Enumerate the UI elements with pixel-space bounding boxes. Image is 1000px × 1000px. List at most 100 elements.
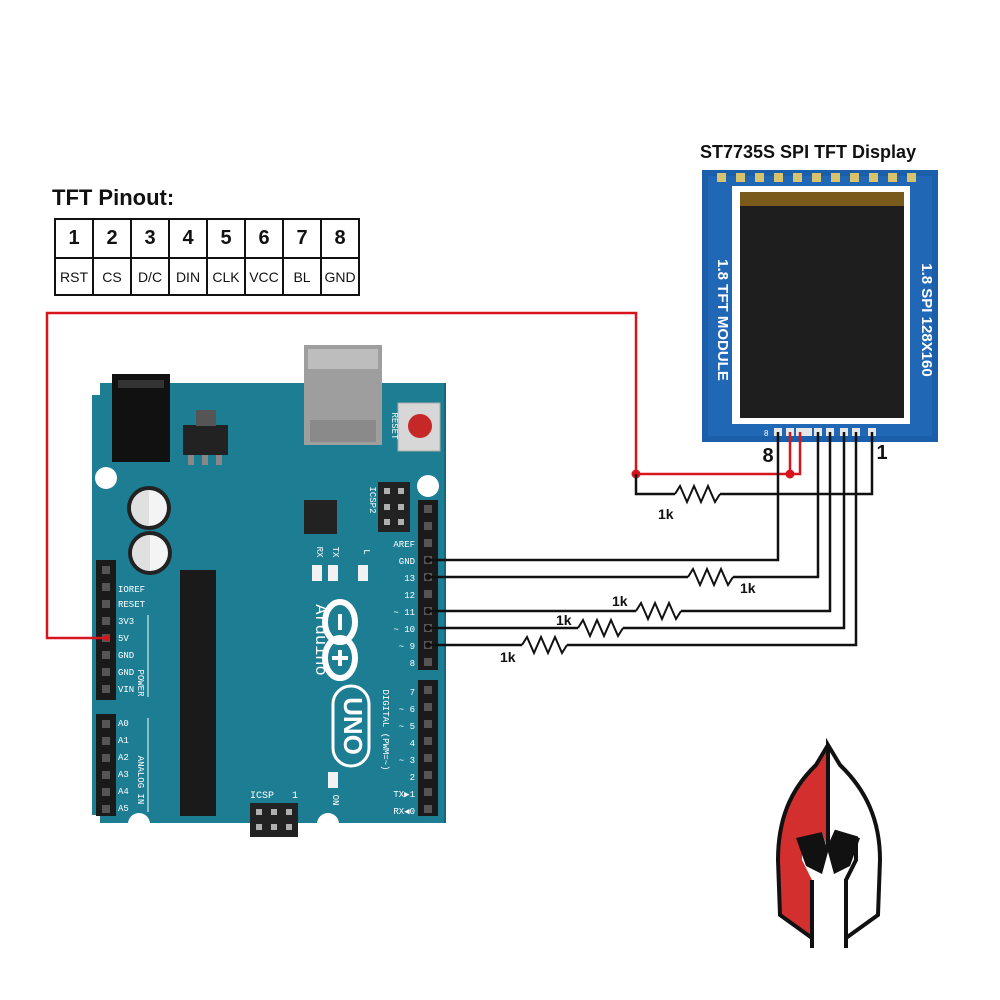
pin-label-reset: RESET [118,600,146,610]
header-pin-hole [424,788,432,796]
display-pin-pad [793,173,802,182]
header-pin-hole [424,658,432,666]
header-mark: 8 [764,429,769,438]
wire-5v-vcc [45,311,802,640]
pin-number: 8 [320,218,360,259]
pin-label-d10: ~ 10 [393,625,415,635]
resistor-dc [521,634,568,656]
pin-label-d11: ~ 11 [393,608,415,618]
pin-name: DIN [168,257,208,296]
pin-label-d6: ~ 6 [399,705,415,715]
mount-hole [417,475,439,497]
led-label-tx: TX [330,547,340,558]
tx-led [328,565,338,581]
mount-hole [128,813,150,835]
pin-label-5v: 5V [118,634,129,644]
header-pin-hole [102,617,110,625]
pin-label-d7: 7 [410,688,415,698]
pin-number: 7 [282,218,322,259]
pin-label-gnd: GND [118,668,134,678]
pin-label-ioref: IOREF [118,585,145,595]
header-pin-hole [102,805,110,813]
display-pin-pad [831,173,840,182]
header-pin-hole [424,737,432,745]
mount-hole [317,813,339,835]
display-pin-pad [812,173,821,182]
arduino-logo [322,599,358,681]
display-left-label: 1.8 TFT MODULE [714,259,731,381]
pin-name: GND [320,257,360,296]
display-pin-pad [888,173,897,182]
mount-hole [95,467,117,489]
display-pin-pad [755,173,764,182]
resistor-label-din: 1k [612,593,628,609]
pin-name: VCC [244,257,284,296]
header-pin-hole [102,754,110,762]
icsp2-header [378,482,410,532]
header-pin-hole [102,771,110,779]
screen [740,206,904,418]
pin-name: RST [54,257,94,296]
pin-number: 1 [54,218,94,259]
wire-d9-dc [567,432,858,647]
display-pin-pad [869,173,878,182]
atmega-chip [180,570,216,816]
pin-label-a5: A5 [118,804,129,814]
pin-label-d4: 4 [410,739,415,749]
icsp-label: ICSP [250,791,274,802]
pin-label-vin: VIN [118,685,134,695]
capacitor [128,531,172,575]
pin-label-d9: ~ 9 [399,642,415,652]
pin-label-d13: 13 [404,574,415,584]
pin-label-a3: A3 [118,770,129,780]
voltage-regulator [183,425,228,455]
analog-header [96,714,116,816]
usb-ic [304,500,337,534]
wire-d13-clk [733,432,820,579]
digital-section-label: DIGITAL (PWM=~) [380,689,390,770]
display-pin-pad [850,173,859,182]
led-label-rx: RX [314,547,324,558]
header-pin-hole [424,590,432,598]
arduino-uno-board: RESET ICSP2 RX TX L [92,345,446,837]
resistor-bl [674,483,721,505]
uno-label: UNO [338,697,368,755]
header-pin-hole [424,505,432,513]
header-pin-hole [102,668,110,676]
header-pin-hole [102,600,110,608]
header-pin-hole [102,685,110,693]
display-header-pin [804,428,812,436]
display-pin-pad [736,173,745,182]
resistor-label-cs: 1k [556,612,572,628]
pin-label-d2: 2 [410,773,415,783]
wire-d11-din [681,432,832,613]
analog-section-label: ANALOG IN [135,756,145,805]
wire-d10-cs [623,432,846,630]
wire-endpoints [425,557,431,648]
header-pin-hole [102,583,110,591]
header-pin-hole [102,566,110,574]
power-section-label: POWER [135,669,145,697]
header-pin-hole [102,788,110,796]
reset-button-cap[interactable] [408,414,432,438]
icsp-header [250,803,298,837]
pin-label-d8: 8 [410,659,415,669]
wire-gnd [428,432,780,562]
pin-label-gnd-digital: GND [399,557,415,567]
resistor-din [635,600,682,622]
wires [45,311,874,656]
resistor-label-clk: 1k [740,580,756,596]
power-header [96,560,116,700]
pin-label-d5: ~ 5 [399,722,415,732]
pin-name: CLK [206,257,246,296]
header-pin-hole [424,771,432,779]
pin-label-a0: A0 [118,719,129,729]
pin-number: 5 [206,218,246,259]
header-pin-hole [424,720,432,728]
display-pin-pad [717,173,726,182]
pin-name: D/C [130,257,170,296]
pinout-table: 1 2 3 4 5 6 7 8 RST CS D/C DIN CLK VCC B… [54,218,360,296]
header-pin-hole [424,805,432,813]
